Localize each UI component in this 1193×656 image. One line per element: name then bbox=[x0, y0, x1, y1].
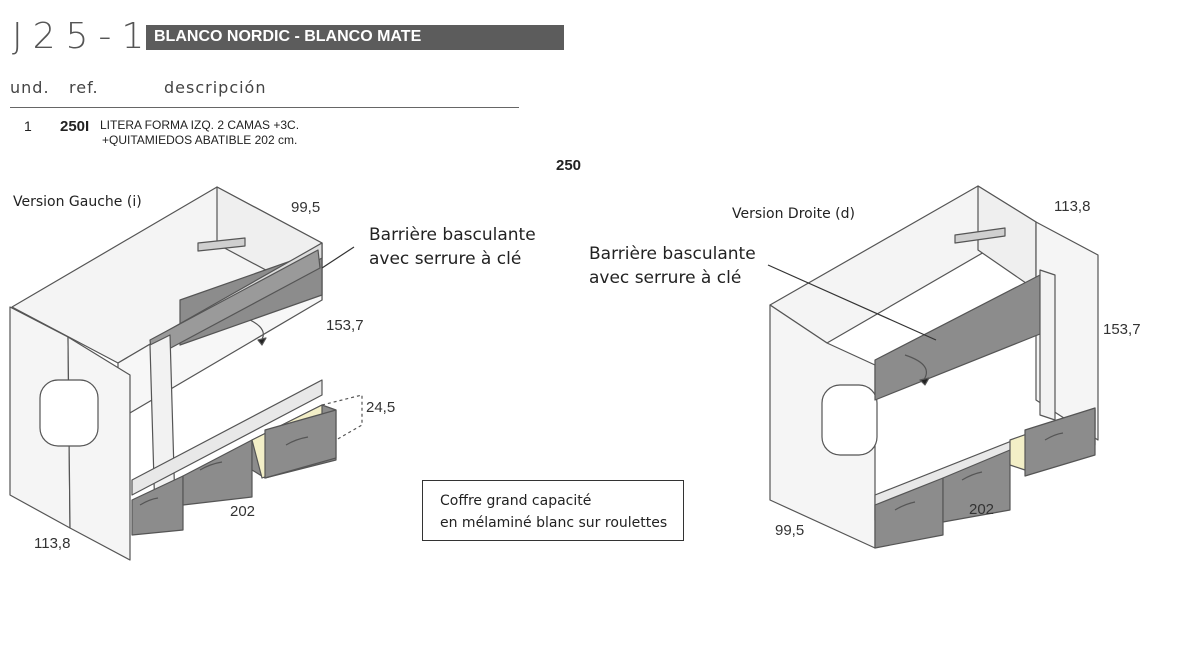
row-quantity: 1 bbox=[24, 118, 32, 134]
row-reference: 250I bbox=[60, 118, 90, 135]
storage-note-line2: en mélaminé blanc sur roulettes bbox=[440, 515, 668, 531]
left-dim-drawer: 24,5 bbox=[366, 399, 396, 416]
right-dim-height: 153,7 bbox=[1103, 321, 1141, 338]
left-note-line1: Barrière basculante bbox=[369, 225, 536, 245]
right-view-note: Barrière basculante avec serrure à clé bbox=[589, 242, 756, 290]
right-dim-width-top: 113,8 bbox=[1054, 198, 1091, 215]
column-header-description: descripción bbox=[164, 78, 267, 97]
right-bed-drawing bbox=[767, 185, 1099, 549]
storage-box-note: Coffre grand capacité en mélaminé blanc … bbox=[422, 480, 684, 541]
right-note-line1: Barrière basculante bbox=[589, 244, 756, 264]
right-dim-length: 202 bbox=[969, 501, 995, 518]
finish-banner: BLANCO NORDIC - BLANCO MATE bbox=[146, 25, 564, 50]
product-code: J25-1 bbox=[12, 16, 155, 57]
column-header-ref: ref. bbox=[69, 78, 99, 97]
left-dim-depth-top: 99,5 bbox=[291, 199, 321, 216]
left-note-line2: avec serrure à clé bbox=[369, 249, 522, 269]
left-dim-length: 202 bbox=[230, 503, 256, 520]
right-view-caption: Version Droite (d) bbox=[732, 206, 855, 222]
row-description-line2: +QUITAMIEDOS ABATIBLE 202 cm. bbox=[102, 133, 298, 146]
left-dim-width-front: 113,8 bbox=[34, 535, 71, 552]
left-view-note: Barrière basculante avec serrure à clé bbox=[369, 223, 536, 271]
storage-note-line1: Coffre grand capacité bbox=[440, 493, 592, 509]
left-bed-drawing bbox=[9, 186, 363, 561]
left-dim-height: 153,7 bbox=[326, 317, 364, 334]
header-divider bbox=[10, 107, 519, 108]
model-code: 250 bbox=[556, 157, 582, 174]
right-note-line2: avec serrure à clé bbox=[589, 268, 742, 288]
row-description: LITERA FORMA IZQ. 2 CAMAS +3C. +QUITAMIE… bbox=[100, 118, 360, 146]
left-view-caption: Version Gauche (i) bbox=[13, 194, 142, 210]
right-dim-depth-front: 99,5 bbox=[775, 522, 805, 539]
row-description-line1: LITERA FORMA IZQ. 2 CAMAS +3C. bbox=[100, 118, 300, 132]
column-header-qty: und. bbox=[10, 78, 50, 97]
finish-label: BLANCO NORDIC - BLANCO MATE bbox=[154, 28, 422, 45]
